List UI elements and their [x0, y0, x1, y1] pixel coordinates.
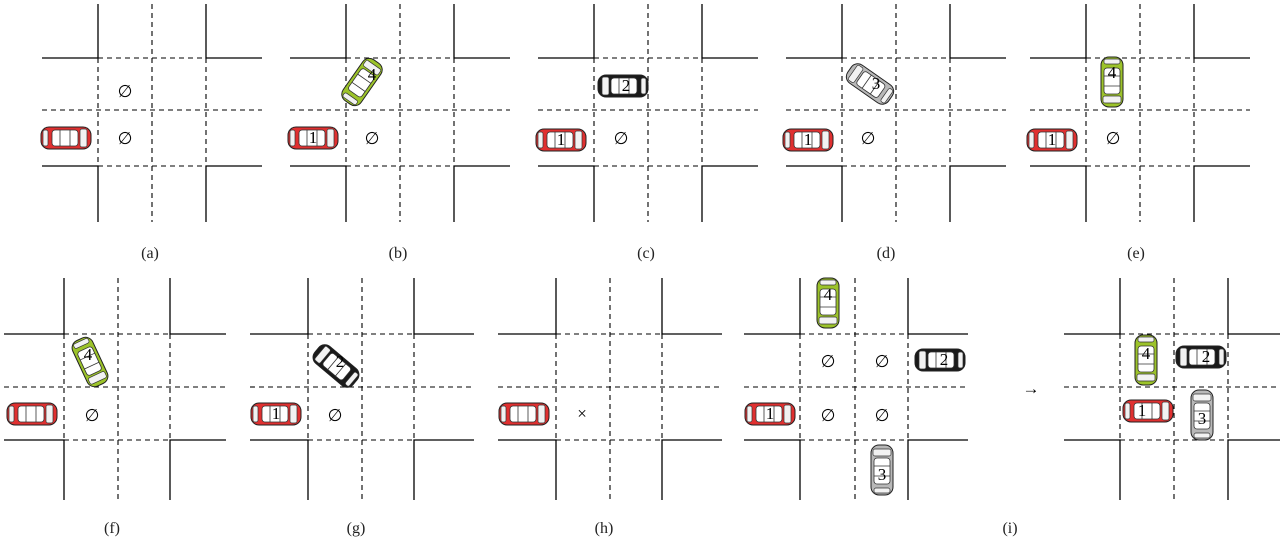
empty-symbol: ∅ — [821, 352, 836, 371]
empty-symbol: ∅ — [821, 406, 836, 425]
panel-e: ∅ 4 1 (e) — [1027, 4, 1250, 262]
road-lines — [744, 278, 968, 500]
lane-lines — [290, 4, 510, 222]
caption: (e) — [1127, 245, 1145, 262]
car-label: 1 — [557, 130, 566, 149]
car-label: 4 — [84, 345, 93, 364]
caption: (h) — [595, 520, 614, 537]
car-1: 1 — [1123, 400, 1173, 422]
car-1 — [499, 403, 549, 425]
lane-lines — [538, 4, 758, 222]
lane-lines — [786, 4, 1006, 222]
caption: (i) — [1002, 520, 1017, 537]
empty-symbol: ∅ — [1106, 129, 1121, 148]
car-1: 1 — [288, 127, 338, 149]
road-lines — [1064, 278, 1280, 500]
road-lines — [4, 278, 226, 500]
caption: (b) — [389, 245, 408, 262]
empty-symbol: ∅ — [861, 129, 876, 148]
empty-symbol: ∅ — [365, 129, 380, 148]
car-label: 4 — [824, 285, 833, 304]
car-4 — [339, 55, 386, 109]
caption: (a) — [141, 245, 159, 262]
panel-i-left: ∅ ∅ ∅ ∅ 4 2 3 1 — [744, 278, 968, 500]
car-label: 2 — [940, 350, 949, 369]
car-label: 4 — [368, 65, 377, 84]
caption: (c) — [637, 245, 655, 262]
caption: (g) — [347, 520, 366, 537]
car-1: 1 — [745, 403, 795, 425]
empty-symbol: ∅ — [118, 82, 133, 101]
empty-symbol: ∅ — [875, 406, 890, 425]
lane-lines — [744, 278, 968, 500]
empty-symbol: ∅ — [328, 406, 343, 425]
panel-a: ∅ ∅ (a) — [41, 4, 262, 262]
car-1: 1 — [536, 129, 586, 151]
caption: (d) — [877, 245, 896, 262]
car-label: 1 — [1048, 130, 1057, 149]
empty-symbol: ∅ — [118, 129, 133, 148]
panel-i-right: 4 2 1 3 — [1064, 278, 1280, 500]
car-label: 1 — [1138, 401, 1147, 420]
empty-symbol: ∅ — [875, 352, 890, 371]
lane-lines — [250, 278, 474, 500]
car-label: 2 — [336, 352, 345, 371]
lane-lines — [498, 278, 722, 500]
car-label: 3 — [872, 74, 881, 93]
panel-f: ∅ 4 (f) — [4, 278, 226, 537]
panel-c: ∅ 2 1 (c) — [536, 4, 758, 262]
car-1 — [41, 127, 91, 149]
arrow-symbol: → — [1023, 379, 1040, 398]
car-1: 1 — [251, 403, 301, 425]
car-label: 1 — [804, 130, 813, 149]
car-1: 1 — [1027, 129, 1077, 151]
car-1 — [7, 403, 57, 425]
panel-h: × (h) — [498, 278, 722, 537]
car-label: 2 — [1202, 347, 1211, 366]
lane-lines — [1064, 278, 1280, 500]
caption: (f) — [104, 520, 120, 537]
panel-d: ∅ 3 1 (d) — [783, 4, 1006, 262]
car-label: 4 — [1142, 344, 1151, 363]
lane-lines — [42, 4, 262, 222]
car-3 — [843, 61, 897, 108]
car-label: 1 — [309, 128, 318, 147]
car-1: 1 — [783, 129, 833, 151]
empty-symbol: ∅ — [614, 129, 629, 148]
empty-symbol: ∅ — [85, 406, 100, 425]
blocked-symbol: × — [577, 404, 587, 423]
panel-g: ∅ 2 1 (g) — [250, 278, 474, 537]
panel-b: ∅ 4 1 (b) — [288, 4, 510, 262]
car-label: 4 — [1108, 63, 1117, 82]
lane-lines — [4, 278, 226, 500]
car-label: 1 — [272, 404, 281, 423]
car-label: 3 — [878, 465, 887, 484]
car-label: 3 — [1198, 409, 1207, 428]
lane-lines — [1030, 4, 1250, 222]
car-label: 2 — [622, 76, 631, 95]
car-label: 1 — [766, 404, 775, 423]
